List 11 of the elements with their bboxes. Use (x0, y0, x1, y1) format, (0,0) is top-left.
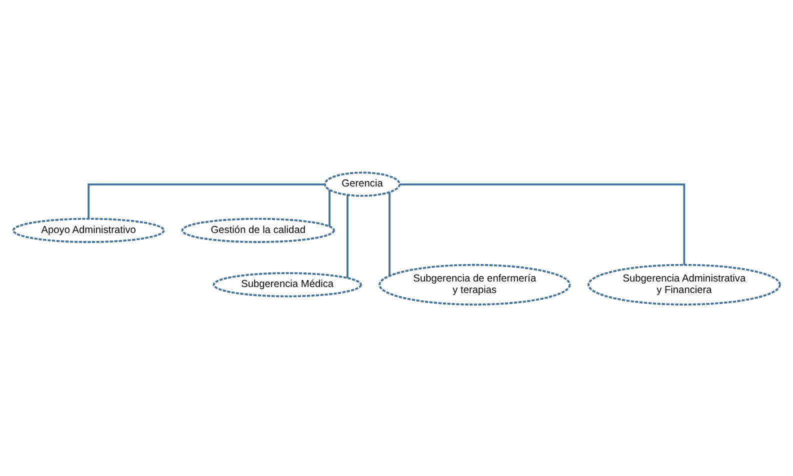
connector (328, 189, 330, 226)
node-ellipse: Subgerencia Médica (212, 272, 362, 297)
node-ellipse: Gerencia (324, 171, 401, 196)
node-ellipse: Apoyo Administrativo (12, 217, 165, 242)
node-ellipse: Gestión de la calidad (181, 217, 335, 242)
connector (388, 192, 390, 276)
node-ellipse: Subgerencia de enfermería y terapias (378, 263, 571, 305)
node-ellipse: Subgerencia Administrativa y Financiera (588, 263, 781, 305)
connector (400, 183, 686, 264)
connector (88, 183, 325, 218)
connector (346, 194, 348, 278)
